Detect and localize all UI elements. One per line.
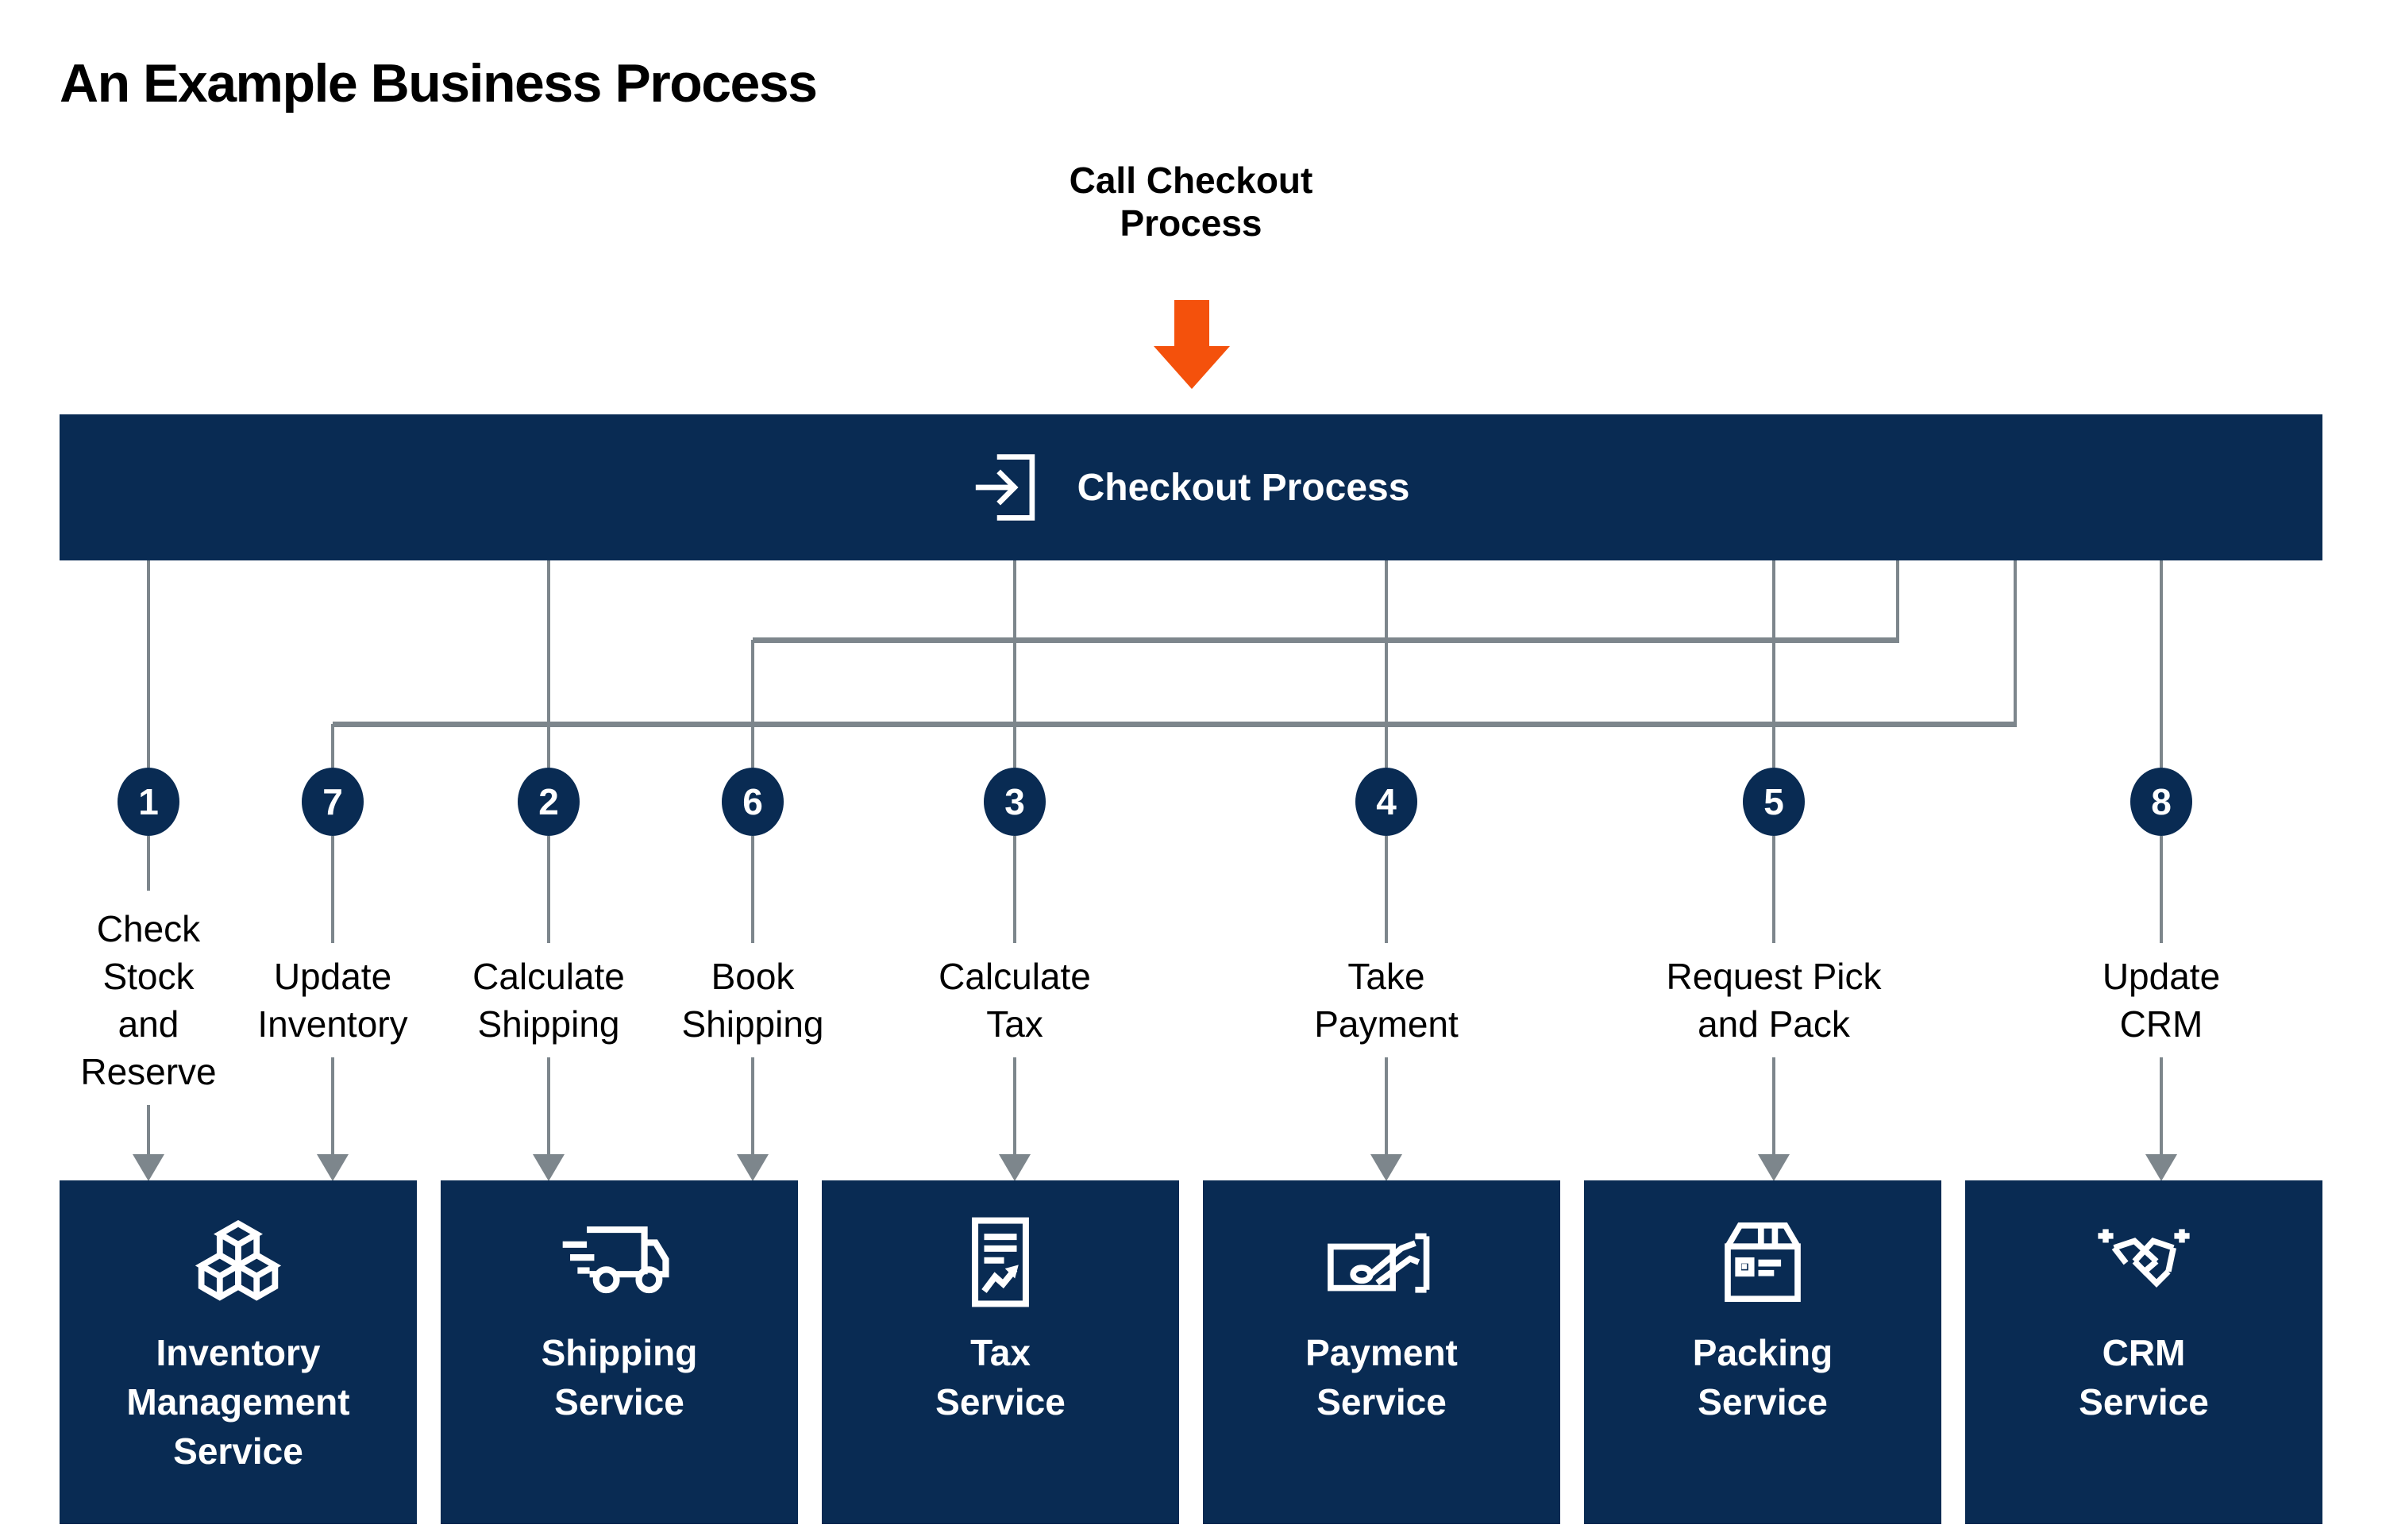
connector-line: [2014, 560, 2017, 727]
service-label: Payment Service: [1305, 1332, 1458, 1423]
down-arrowhead-icon: [317, 1154, 349, 1181]
step-number: 8: [2151, 781, 2172, 822]
step-number: 6: [742, 781, 763, 822]
connector-line: [547, 836, 550, 943]
step-label-calc-shipping: Calculate Shipping: [472, 956, 625, 1045]
connector-line: [2160, 560, 2163, 768]
enter-icon: [973, 449, 1049, 526]
step-circle-5: 5: [1743, 768, 1805, 836]
connector-line: [1772, 1057, 1775, 1156]
call-annotation: Call Checkout Process: [1069, 160, 1313, 244]
connector-line: [751, 640, 754, 768]
step-circle-4: 4: [1355, 768, 1417, 836]
connector-line: [1772, 560, 1775, 768]
handshake-icon: [2088, 1214, 2199, 1311]
connector-line: [147, 836, 150, 891]
connector-line: [331, 1057, 334, 1156]
step-label-calc-tax: Calculate Tax: [939, 956, 1091, 1045]
checkout-process-label: Checkout Process: [1077, 466, 1410, 509]
checkout-process-bar: Checkout Process: [60, 414, 2322, 560]
connector-line: [333, 722, 2017, 727]
call-arrow-icon: [1174, 300, 1209, 346]
service-label: Inventory Management Service: [126, 1332, 350, 1472]
step-label-update-inventory: Update Inventory: [257, 956, 408, 1045]
down-arrowhead-icon: [533, 1154, 565, 1181]
service-label: Tax Service: [935, 1332, 1066, 1423]
connector-line: [147, 560, 150, 768]
service-box-shipping: Shipping Service: [441, 1180, 798, 1524]
connector-line: [331, 836, 334, 943]
down-arrowhead-icon: [999, 1154, 1031, 1181]
connector-line: [331, 724, 334, 768]
connector-line: [751, 836, 754, 943]
connector-line: [1385, 836, 1388, 943]
package-icon: [1719, 1214, 1806, 1311]
service-label: Shipping Service: [541, 1332, 698, 1423]
connector-line: [1896, 560, 1899, 643]
truck-icon: [559, 1214, 680, 1311]
down-arrowhead-icon: [133, 1154, 164, 1181]
step-label-check-stock: Check Stock and Reserve: [80, 908, 217, 1092]
connector-line: [1013, 560, 1016, 768]
step-circle-3: 3: [984, 768, 1046, 836]
step-label-take-payment: Take Payment: [1314, 956, 1459, 1045]
receipt-icon: [970, 1214, 1031, 1311]
page-title: An Example Business Process: [60, 53, 818, 114]
cubes-icon: [194, 1214, 283, 1311]
service-label: CRM Service: [2079, 1332, 2209, 1423]
connector-line: [547, 1057, 550, 1156]
step-circle-2: 2: [518, 768, 580, 836]
connector-line: [1013, 836, 1016, 943]
step-number: 4: [1376, 781, 1397, 822]
connector-line: [147, 1105, 150, 1156]
step-label-book-shipping: Book Shipping: [681, 956, 824, 1045]
service-label: Packing Service: [1692, 1332, 1833, 1423]
connector-line: [1013, 1057, 1016, 1156]
service-box-tax: Tax Service: [822, 1180, 1179, 1524]
service-box-packing: Packing Service: [1584, 1180, 1941, 1524]
connector-line: [1385, 1057, 1388, 1156]
step-label-pick-pack: Request Pick and Pack: [1666, 956, 1882, 1045]
connector-line: [1385, 560, 1388, 768]
step-number: 2: [538, 781, 559, 822]
step-label-update-crm: Update CRM: [2102, 956, 2221, 1045]
step-circle-1: 1: [118, 768, 179, 836]
connector-line: [751, 1057, 754, 1156]
step-circle-7: 7: [302, 768, 364, 836]
step-number: 5: [1763, 781, 1784, 822]
service-box-payment: Payment Service: [1203, 1180, 1560, 1524]
step-number: 3: [1004, 781, 1025, 822]
service-box-inventory: Inventory Management Service: [60, 1180, 417, 1524]
payment-icon: [1325, 1214, 1438, 1311]
down-arrowhead-icon: [737, 1154, 769, 1181]
connector-line: [1772, 836, 1775, 943]
connector-line: [2160, 1057, 2163, 1156]
connector-line: [547, 560, 550, 768]
step-number: 1: [138, 781, 159, 822]
call-arrowhead-icon: [1154, 346, 1230, 389]
step-circle-8: 8: [2130, 768, 2192, 836]
down-arrowhead-icon: [1370, 1154, 1402, 1181]
step-number: 7: [322, 781, 343, 822]
connector-line: [753, 637, 1899, 643]
down-arrowhead-icon: [2145, 1154, 2177, 1181]
service-box-crm: CRM Service: [1965, 1180, 2322, 1524]
step-circle-6: 6: [722, 768, 784, 836]
connector-line: [2160, 836, 2163, 943]
down-arrowhead-icon: [1758, 1154, 1790, 1181]
